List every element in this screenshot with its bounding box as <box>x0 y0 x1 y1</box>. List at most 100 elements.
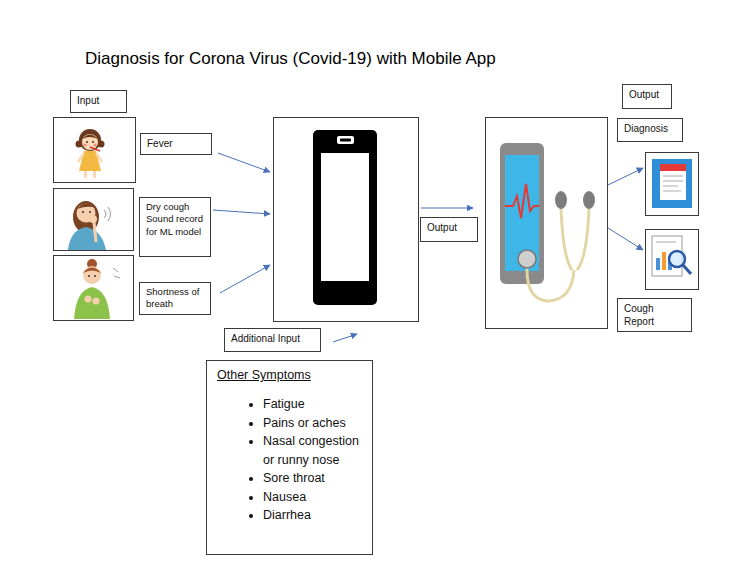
icon-background <box>652 159 692 208</box>
label-box: Fever <box>140 133 212 155</box>
hair <box>79 129 101 151</box>
box-label: Diagnosis <box>624 122 676 135</box>
thermometer <box>90 147 100 151</box>
face <box>83 266 101 284</box>
input-arrow <box>333 334 357 342</box>
input-arrow <box>220 265 270 293</box>
leg <box>84 171 87 178</box>
label-box: Cough Report <box>617 298 692 332</box>
fever-girl-icon <box>76 129 105 178</box>
coughing-woman-icon <box>68 201 111 250</box>
eye <box>92 141 94 143</box>
earpiece <box>555 191 567 209</box>
image-frame <box>646 230 699 290</box>
leg <box>93 171 96 178</box>
document-line <box>656 242 676 243</box>
list-item: Sore throat <box>263 469 362 488</box>
box-label: Fever <box>147 137 205 150</box>
eye <box>94 275 96 277</box>
box-label: Output <box>629 88 665 101</box>
box-label: Dry cough Sound record for ML model <box>146 201 204 238</box>
document-line <box>663 176 683 177</box>
shirt <box>68 227 106 250</box>
phone-screen <box>505 155 539 271</box>
phone-screen <box>321 153 369 281</box>
list-item: Fatigue <box>263 395 362 414</box>
breathless-woman-icon <box>74 259 120 319</box>
hair <box>76 141 83 148</box>
label-box: Shortness of breath <box>139 282 211 315</box>
hand <box>85 296 92 303</box>
input-arrow <box>213 210 270 214</box>
cheek <box>84 144 87 147</box>
eye <box>88 275 90 277</box>
arm <box>94 222 96 242</box>
arm <box>78 153 84 162</box>
list-item: Pains or aches <box>263 414 362 433</box>
list-heading: Other Symptoms <box>217 367 362 383</box>
stethoscope-tube <box>527 208 589 301</box>
output-arrow <box>608 168 643 185</box>
diagram-title: Diagnosis for Corona Virus (Covid-19) wi… <box>85 49 496 69</box>
document <box>660 164 686 200</box>
label-box: Dry cough Sound record for ML model <box>139 197 211 257</box>
image-frame <box>54 189 134 251</box>
cough-mark <box>108 207 111 221</box>
document-line <box>663 191 681 192</box>
eye <box>82 211 84 213</box>
chest-piece <box>518 250 536 268</box>
cheek <box>94 144 97 147</box>
magnifier-handle <box>683 265 691 274</box>
hand <box>89 215 97 223</box>
box-label: Output <box>427 221 471 234</box>
hair <box>98 141 105 148</box>
symptom-list: FatiguePains or achesNasal congestion or… <box>217 395 362 525</box>
app-frame <box>486 118 608 329</box>
input-arrow <box>218 153 270 172</box>
image-frame <box>646 153 699 216</box>
diagnosis-icon <box>652 159 692 208</box>
label-box: Additional Input <box>224 328 321 352</box>
arm <box>96 153 102 162</box>
phone-body <box>313 130 377 305</box>
stethoscope-phone-icon <box>500 143 595 301</box>
cough-mark <box>104 210 106 218</box>
document-line <box>663 186 678 187</box>
image-frame <box>54 118 136 183</box>
phone-speaker <box>337 136 354 144</box>
eye <box>89 211 91 213</box>
list-item: Nasal congestion or runny nose <box>263 432 362 469</box>
hand <box>93 298 100 305</box>
output-arrow <box>608 228 643 250</box>
box-label: Input <box>77 94 120 107</box>
phone-frame <box>274 118 419 322</box>
document-line <box>663 181 683 182</box>
shirt <box>74 287 110 319</box>
dress <box>79 151 101 171</box>
document-header <box>660 164 686 171</box>
output-arrow <box>421 208 473 209</box>
breath-mark <box>113 268 120 278</box>
phone-body <box>500 143 544 284</box>
hair <box>77 203 96 209</box>
hair <box>82 135 98 140</box>
hair <box>83 268 101 274</box>
earpiece <box>583 191 595 209</box>
box-label: Additional Input <box>231 332 314 345</box>
chart-bar <box>662 252 666 270</box>
arrows <box>213 153 643 342</box>
image-frame <box>54 256 134 321</box>
magnifier <box>669 251 685 267</box>
label-box: Output <box>622 84 672 109</box>
label-box: Output <box>420 217 478 242</box>
box-label: Shortness of breath <box>146 286 204 311</box>
box-label: Cough Report <box>624 302 685 328</box>
chart-bar <box>656 258 660 270</box>
label-box: Diagnosis <box>617 118 683 142</box>
list-item: Diarrhea <box>263 506 362 525</box>
label-box: Input <box>70 90 127 113</box>
heartbeat-line <box>505 184 539 218</box>
report-icon <box>652 236 691 276</box>
list-item: Nausea <box>263 488 362 507</box>
